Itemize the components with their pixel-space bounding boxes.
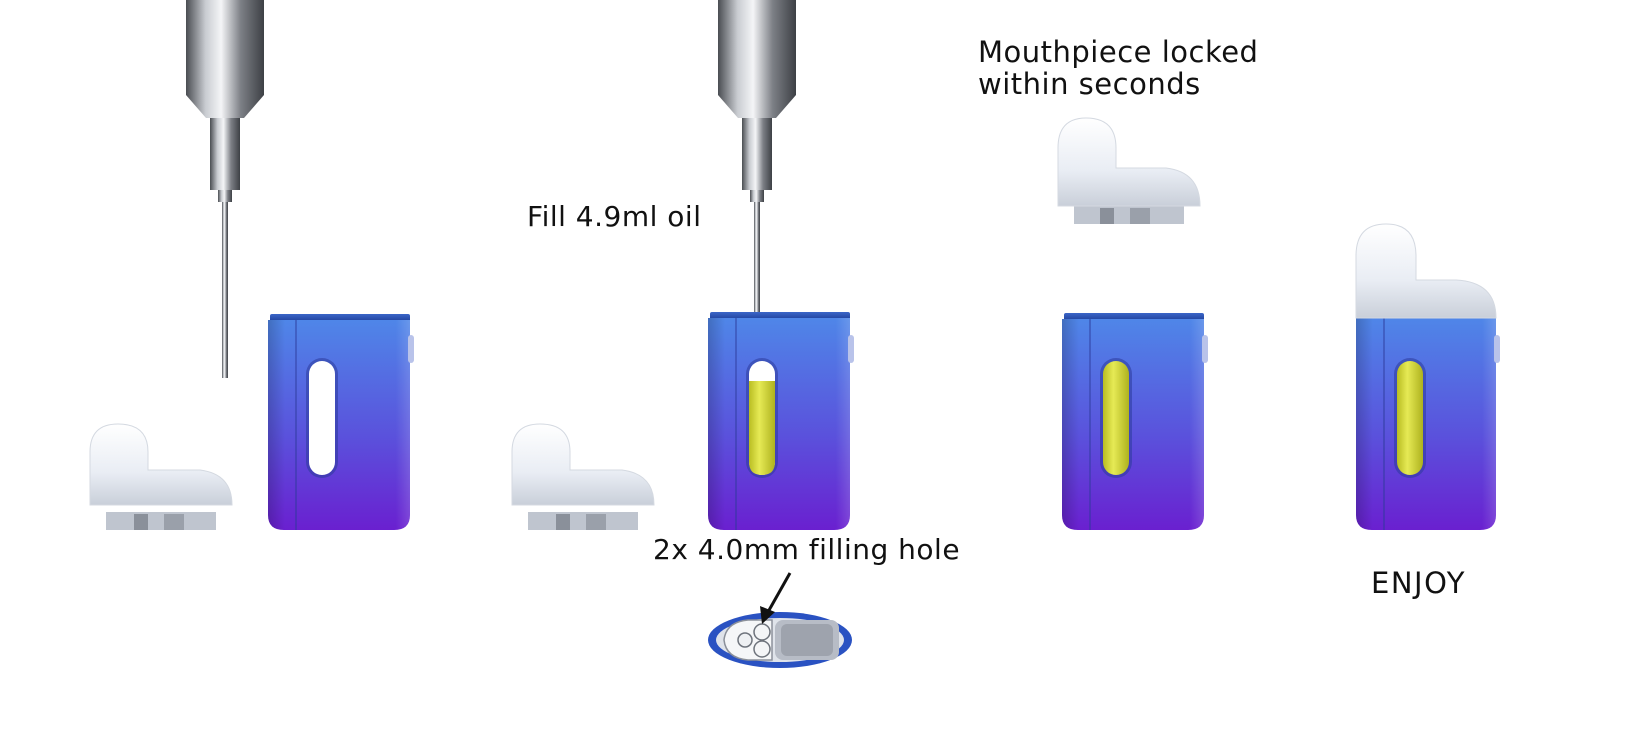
step-empty	[89, 0, 414, 530]
fill-label: Fill 4.9ml oil	[527, 200, 702, 233]
mouthpiece-attached	[1355, 223, 1497, 319]
mouthpiece	[89, 423, 233, 530]
device-body	[268, 314, 414, 530]
step-filling	[511, 0, 854, 668]
device-assembled	[1355, 223, 1500, 530]
enjoy-label: ENJOY	[1371, 566, 1467, 600]
device-body	[1062, 313, 1208, 530]
window-empty	[309, 361, 335, 475]
syringe-needle	[186, 0, 264, 378]
arrow-to-filling-hole	[760, 572, 792, 624]
step-assembled	[1355, 223, 1500, 530]
device-body	[708, 312, 854, 530]
mouthpiece	[1057, 117, 1201, 224]
mouthpiece	[511, 423, 655, 530]
mouthpiece-label: Mouthpiece locked within seconds	[978, 36, 1298, 100]
mouthpiece-label-line1: Mouthpiece locked	[978, 35, 1259, 69]
window-oil-partial	[749, 381, 775, 475]
filling-hole-label: 2x 4.0mm filling hole	[653, 533, 961, 566]
step-filled	[1057, 117, 1208, 530]
mouthpiece-label-line2: within seconds	[978, 67, 1201, 101]
syringe-needle-filling	[718, 0, 796, 314]
window-oil-full	[1103, 361, 1129, 475]
filling-hole-top-view	[708, 612, 852, 668]
window-oil-full	[1397, 361, 1423, 475]
